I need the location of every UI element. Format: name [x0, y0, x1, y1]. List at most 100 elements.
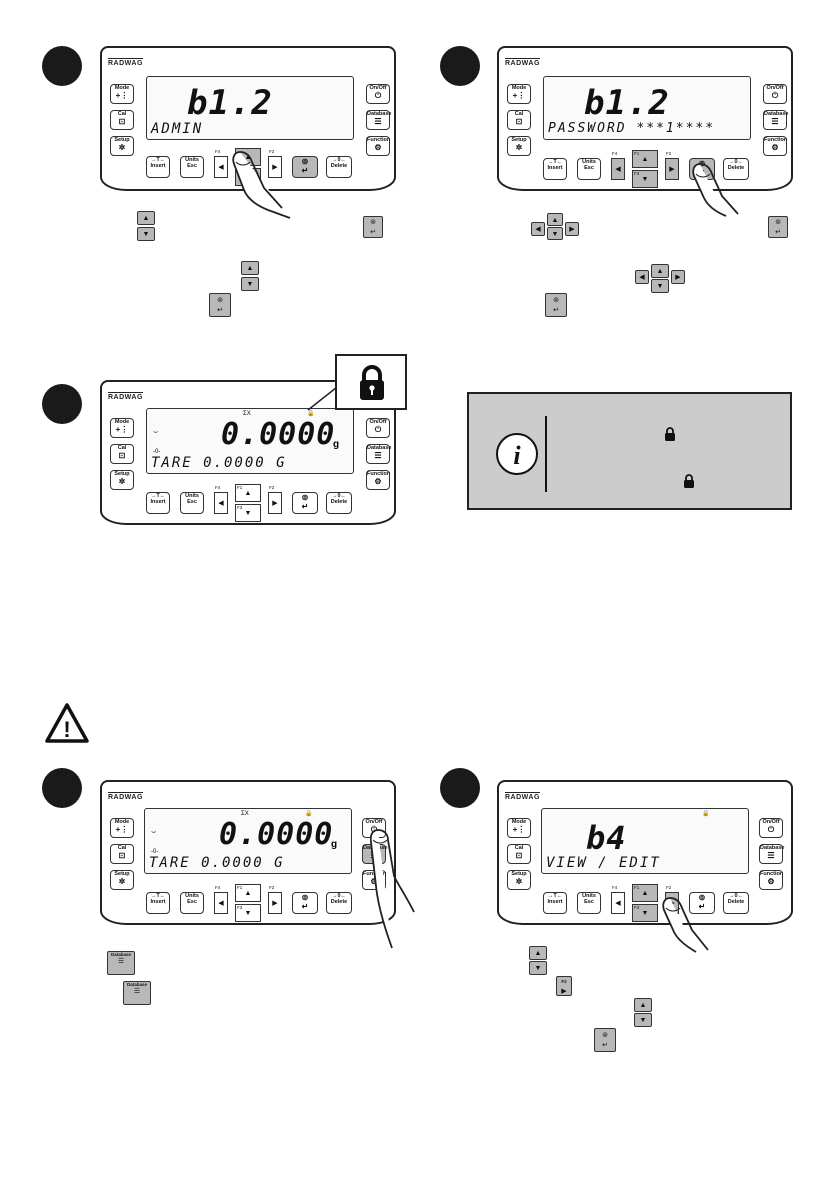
- cal-key[interactable]: Cal⊡: [507, 844, 531, 864]
- setup-key[interactable]: Setup✲: [110, 870, 134, 890]
- zero-key[interactable]: →0←Delete: [326, 492, 352, 514]
- mode-key[interactable]: Mode+⋮: [507, 84, 531, 104]
- tare-key[interactable]: →T←Insert: [146, 892, 170, 914]
- finger-icon: [370, 829, 415, 949]
- f2-label: F2: [269, 485, 275, 490]
- left-arrow-key[interactable]: ◀: [611, 892, 625, 914]
- onoff-key[interactable]: On/Off⏻: [763, 84, 787, 104]
- f4-label: F4: [612, 885, 618, 890]
- tare-key[interactable]: →T←Insert: [146, 156, 170, 178]
- database-key[interactable]: Database☰: [759, 844, 784, 864]
- left-arrow-key[interactable]: ◀: [214, 492, 228, 514]
- up-key-icon: ▲: [137, 211, 155, 225]
- down-key-icon: ▼: [547, 227, 563, 240]
- up-arrow-key[interactable]: ▲: [632, 150, 658, 168]
- setup-key[interactable]: Setup✲: [110, 136, 134, 156]
- brand-logo: RADWAG: [505, 792, 540, 801]
- database-key[interactable]: Database☰: [763, 110, 788, 130]
- unit-label: g: [333, 439, 340, 450]
- onoff-key[interactable]: On/Off⏻: [366, 418, 390, 438]
- lock-indicator-icon: 🔒: [702, 811, 710, 817]
- enter-key[interactable]: ⊚↵: [689, 892, 715, 914]
- display-main-value: 0.0000: [219, 817, 334, 852]
- enter-key[interactable]: ⊚↵: [292, 156, 318, 178]
- lock-indicator-icon: 🔒: [305, 811, 313, 817]
- padlock-icon: [665, 427, 675, 441]
- down-key-icon: ▼: [651, 279, 669, 293]
- down-arrow-key[interactable]: ▼: [632, 170, 658, 188]
- up-key-icon: ▲: [651, 264, 669, 278]
- up-arrow-key[interactable]: ▲: [235, 884, 261, 902]
- brand-logo: RADWAG: [108, 792, 143, 801]
- database-key[interactable]: Database☰: [366, 110, 391, 130]
- function-key[interactable]: Function⚙: [366, 136, 390, 156]
- database-key-icon: Database☰: [107, 951, 135, 975]
- zero-key[interactable]: →0←Delete: [326, 892, 352, 914]
- enter-key-icon: ⊚↵: [545, 293, 567, 317]
- left-arrow-key[interactable]: ◀: [611, 158, 625, 180]
- display-main-value: b1.2: [584, 83, 670, 123]
- scale-panel-3: RADWAG Mode+⋮ Cal⊡ Setup✲ ΣΧ 🔒 ⌣ -0- 0.0…: [100, 380, 396, 525]
- display-main-value: 0.0000: [221, 417, 336, 452]
- onoff-key[interactable]: On/Off⏻: [759, 818, 783, 838]
- mode-key[interactable]: Mode+⋮: [507, 818, 531, 838]
- database-key[interactable]: Database☰: [366, 444, 391, 464]
- cal-key[interactable]: Cal⊡: [110, 110, 134, 130]
- step-marker-1: [42, 46, 82, 86]
- left-arrow-key[interactable]: ◀: [214, 156, 228, 178]
- stability-icon: ⌣: [153, 427, 159, 436]
- zero-key[interactable]: →0←Delete: [723, 892, 749, 914]
- f2-label: F2: [666, 885, 672, 890]
- down-arrow-key[interactable]: ▼: [632, 904, 658, 922]
- padlock-icon: [360, 365, 384, 400]
- f1-label: F1: [634, 151, 640, 156]
- setup-key[interactable]: Setup✲: [507, 870, 531, 890]
- right-arrow-key[interactable]: ▶: [665, 158, 679, 180]
- finger-icon: [232, 151, 291, 219]
- up-arrow-key[interactable]: ▲: [235, 484, 261, 502]
- setup-key[interactable]: Setup✲: [110, 470, 134, 490]
- left-arrow-key[interactable]: ◀: [214, 892, 228, 914]
- cal-key[interactable]: Cal⊡: [110, 844, 134, 864]
- right-arrow-key[interactable]: ▶: [268, 492, 282, 514]
- right-key-icon: ▶: [565, 222, 579, 236]
- tare-key[interactable]: →T←Insert: [543, 158, 567, 180]
- f1-label: F1: [634, 885, 640, 890]
- setup-key[interactable]: Setup✲: [507, 136, 531, 156]
- function-key[interactable]: Function⚙: [366, 470, 390, 490]
- lcd-display: b1.2 ADMIN: [146, 76, 354, 140]
- mode-key[interactable]: Mode+⋮: [110, 818, 134, 838]
- zero-key[interactable]: →0←Delete: [326, 156, 352, 178]
- function-key[interactable]: Function⚙: [763, 136, 787, 156]
- down-arrow-key[interactable]: ▼: [235, 904, 261, 922]
- f1-label: F1: [237, 885, 243, 890]
- onoff-key[interactable]: On/Off⏻: [362, 818, 386, 838]
- cal-key[interactable]: Cal⊡: [507, 110, 531, 130]
- step-marker-3: [42, 384, 82, 424]
- down-arrow-key[interactable]: ▼: [235, 504, 261, 522]
- right-arrow-key[interactable]: ▶: [268, 892, 282, 914]
- cal-key[interactable]: Cal⊡: [110, 444, 134, 464]
- enter-key-icon: ⊚↵: [363, 216, 383, 238]
- mode-key[interactable]: Mode+⋮: [110, 418, 134, 438]
- zero-key[interactable]: →0←Delete: [723, 158, 749, 180]
- up-key-icon: ▲: [547, 213, 563, 226]
- f3-label: F3: [237, 505, 243, 510]
- mode-key[interactable]: Mode+⋮: [110, 84, 134, 104]
- f3-label: F3: [237, 905, 243, 910]
- tare-key[interactable]: →T←Insert: [146, 492, 170, 514]
- up-arrow-key[interactable]: ▲: [632, 884, 658, 902]
- tare-key[interactable]: →T←Insert: [543, 892, 567, 914]
- onoff-key[interactable]: On/Off⏻: [366, 84, 390, 104]
- enter-key[interactable]: ⊚↵: [292, 892, 318, 914]
- right-arrow-key[interactable]: ▶: [268, 156, 282, 178]
- function-key[interactable]: Function⚙: [759, 870, 783, 890]
- f4-label: F4: [215, 485, 221, 490]
- enter-key[interactable]: ⊚↵: [292, 492, 318, 514]
- brand-logo: RADWAG: [505, 58, 540, 67]
